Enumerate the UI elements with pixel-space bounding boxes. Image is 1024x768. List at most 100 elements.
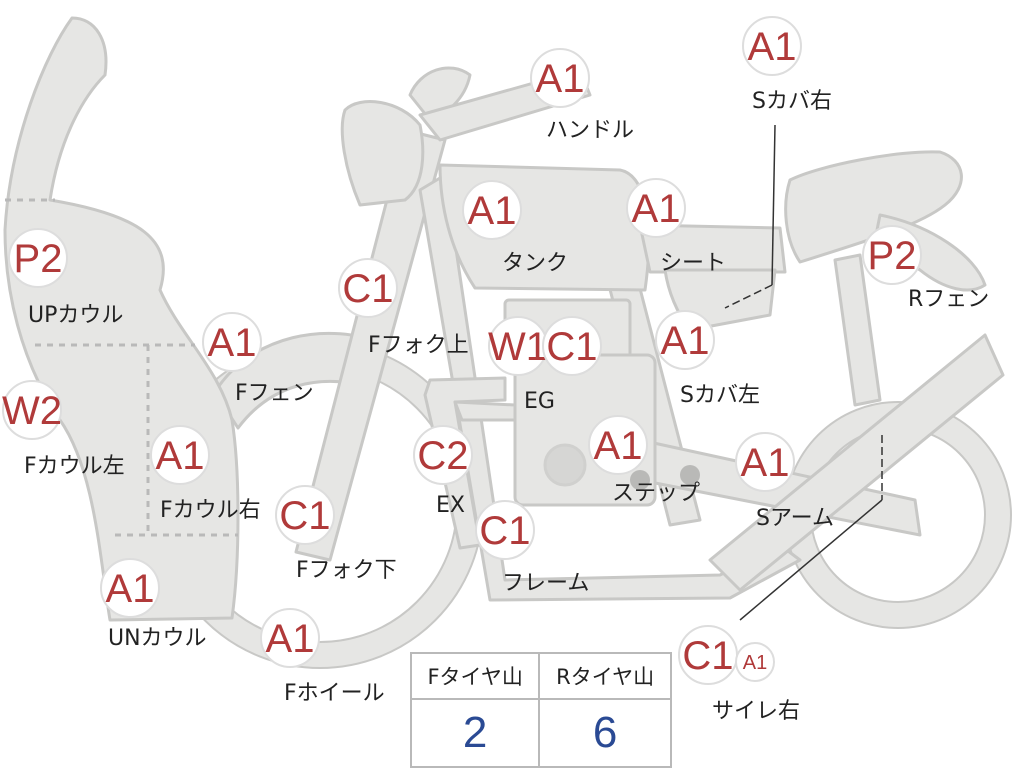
label-step: ステップ: [612, 481, 700, 506]
label-handle: ハンドル: [546, 118, 634, 143]
grade-marker-swing-arm: A1: [735, 432, 795, 492]
grade-marker-f-fender: A1: [202, 312, 262, 372]
label-silencer-right: サイレ右: [712, 699, 800, 724]
grade-marker-exhaust: C2: [413, 425, 473, 485]
grade-marker-tank: A1: [462, 180, 522, 240]
label-tank: タンク: [502, 251, 568, 276]
grade-marker-text: A1: [632, 187, 681, 231]
grade-marker-circle: [275, 485, 335, 545]
front-tire-value: 2: [409, 698, 541, 768]
front-fork-shape: [294, 128, 447, 562]
grade-marker-circle: [588, 415, 648, 475]
label-f-fork-upper: Fフォク上: [368, 333, 469, 358]
grade-marker-f-cowl-left: W2: [2, 380, 62, 440]
rear-tire-value: 6: [538, 698, 672, 768]
grade-marker-circle: [260, 608, 320, 668]
grade-marker-side-cover-right: A1: [742, 16, 802, 76]
front-tire-header: Fタイヤ山: [409, 652, 541, 700]
grade-marker-text: A1: [106, 567, 155, 611]
grade-marker-engine: C1: [542, 316, 602, 376]
grade-marker-circle: [626, 178, 686, 238]
grade-marker-text: A1: [594, 424, 643, 468]
grade-marker-circle: [202, 312, 262, 372]
grade-marker-text: A1: [743, 652, 767, 674]
label-swing-arm: Sアーム: [756, 506, 834, 531]
grade-marker-text: P2: [14, 237, 63, 281]
tail-shape: [784, 150, 963, 264]
grade-marker-circle: [475, 500, 535, 560]
grade-marker-text: A1: [156, 434, 205, 478]
grade-marker-circle: [2, 380, 62, 440]
label-f-fork-lower: Fフォク下: [296, 558, 397, 583]
label-f-wheel: Fホイール: [284, 681, 385, 706]
grade-marker-side-cover-left: A1: [655, 310, 715, 370]
grade-marker-un-cowl: A1: [100, 558, 160, 618]
grade-marker-circle: [413, 425, 473, 485]
grade-marker-circle: [530, 48, 590, 108]
grade-marker-engine: W1: [488, 316, 548, 376]
muffler-shape: [708, 333, 1005, 592]
grade-marker-circle: [8, 228, 68, 288]
grade-marker-text: A1: [661, 319, 710, 363]
grade-marker-circle: [542, 316, 602, 376]
grade-marker-text: C1: [342, 267, 393, 311]
grade-marker-circle: [862, 225, 922, 285]
label-un-cowl: UNカウル: [108, 626, 207, 651]
grade-marker-text: A1: [536, 57, 585, 101]
grade-marker-circle: [742, 16, 802, 76]
label-side-cover-right: Sカバ右: [752, 89, 832, 114]
headlight-shape: [340, 100, 425, 207]
part-labels: UPカウル Fカウル左 Fカウル右 UNカウル Fフェン Fフォク上 Fフォク下…: [24, 89, 989, 724]
grade-marker-circle: [338, 258, 398, 318]
leader-lines: [724, 124, 883, 621]
label-up-cowl: UPカウル: [28, 303, 123, 328]
grade-marker-text: A1: [468, 189, 517, 233]
grade-marker-circle: [462, 180, 522, 240]
grade-marker-text: P2: [868, 234, 917, 278]
grade-marker-seat: A1: [626, 178, 686, 238]
grade-marker-frame: C1: [475, 500, 535, 560]
grade-marker-handle: A1: [530, 48, 590, 108]
label-f-cowl-left: Fカウル左: [24, 454, 125, 479]
grade-marker-text: W1: [488, 325, 548, 369]
label-f-cowl-right: Fカウル右: [160, 498, 261, 523]
grade-marker-f-cowl-right: A1: [150, 425, 210, 485]
grade-marker-text: A1: [208, 321, 257, 365]
label-f-fender: Fフェン: [235, 381, 314, 406]
label-r-fender: Rフェン: [908, 287, 989, 312]
grade-marker-circle: [150, 425, 210, 485]
tire-tread-table: Fタイヤ山 Rタイヤ山 2 6: [409, 652, 672, 768]
label-seat: シート: [660, 251, 726, 276]
seat-shape: [638, 223, 787, 274]
grade-marker-text: C1: [546, 325, 597, 369]
grade-marker-text: W2: [2, 389, 62, 433]
grade-marker-up-cowl: P2: [8, 228, 68, 288]
grade-marker-r-fender: P2: [862, 225, 922, 285]
grade-marker-text: C1: [682, 634, 733, 678]
grade-marker-f-fork-upper: C1: [338, 258, 398, 318]
label-side-cover-left: Sカバ左: [680, 383, 760, 408]
grade-marker-text: C1: [479, 509, 530, 553]
grade-marker-silencer-right: C1: [678, 625, 738, 685]
grade-marker-text: A1: [266, 617, 315, 661]
grade-marker-step: A1: [588, 415, 648, 475]
grade-marker-circle: [735, 432, 795, 492]
grade-marker-text: C1: [279, 494, 330, 538]
label-frame: フレーム: [502, 571, 589, 596]
grade-marker-silencer-right: A1: [735, 642, 775, 682]
motorcycle-silhouette: [3, 16, 1012, 669]
grade-marker-circle: [100, 558, 160, 618]
label-exhaust: EX: [436, 493, 465, 518]
grade-marker-f-wheel: A1: [260, 608, 320, 668]
grade-marker-circle: [735, 642, 775, 682]
grade-marker-text: A1: [741, 441, 790, 485]
label-engine: EG: [524, 389, 555, 414]
grade-marker-text: A1: [748, 25, 797, 69]
grade-marker-f-fork-lower: C1: [275, 485, 335, 545]
grade-marker-text: C2: [417, 434, 468, 478]
cowl-section-lines: [5, 198, 238, 537]
rear-tire-header: Rタイヤ山: [538, 652, 672, 700]
grade-marker-circle: [655, 310, 715, 370]
